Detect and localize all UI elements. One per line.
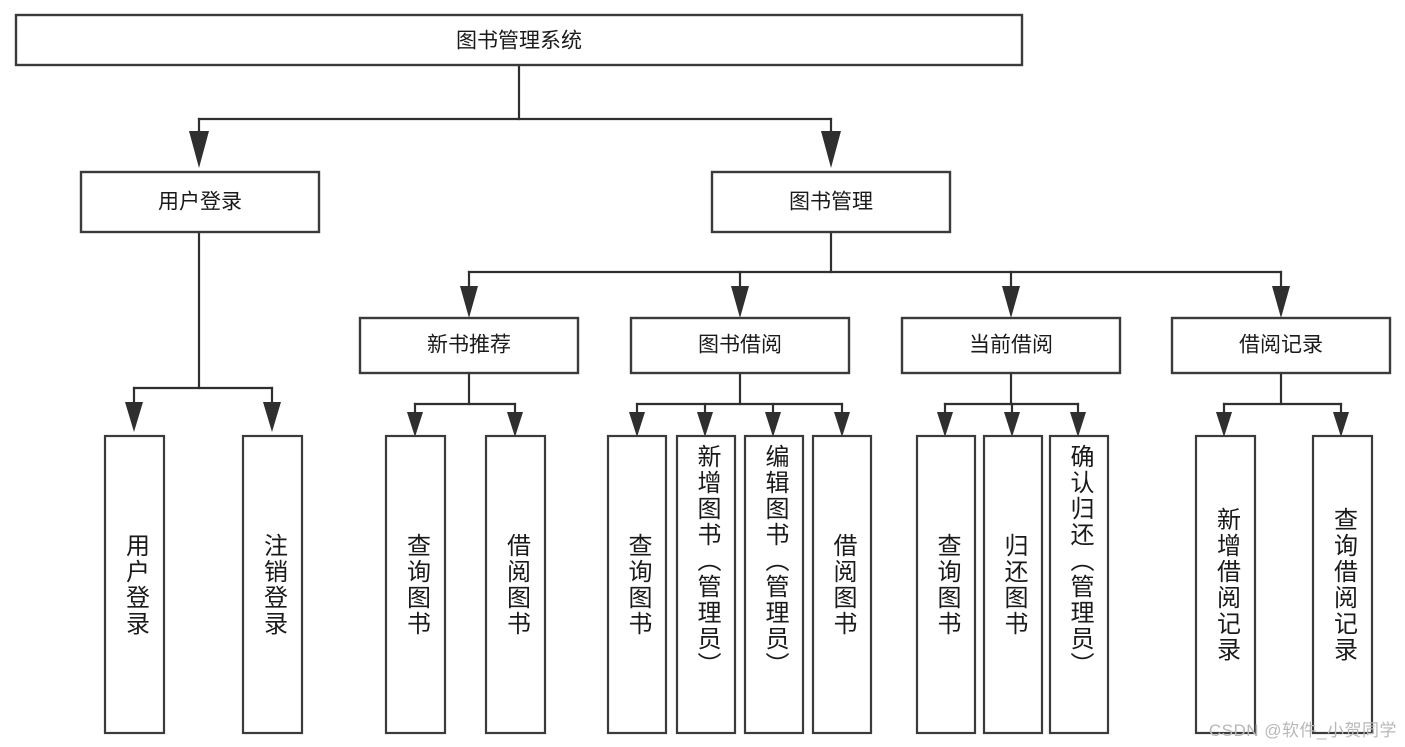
arrowhead-newbook-leaf-1 [407,412,423,437]
arrowhead-record-leaf-2 [1333,412,1349,437]
arrowhead-newbook-leaf-2 [507,412,523,437]
node-leaf-add-record[interactable] [1194,434,1257,735]
arrowhead-record-leaf-1 [1216,412,1232,437]
node-book-management-label: 图书管理 [789,191,873,214]
node-leaf-logout-login[interactable] [241,434,304,735]
arrowhead-to-user-login [189,131,209,168]
arrowhead-to-currentborrow [1002,286,1020,318]
node-leaf-edit-book[interactable] [743,434,805,735]
node-leaf-query-book-2[interactable] [606,434,668,735]
arrowhead-borrow-leaf-2 [697,412,713,437]
node-book-borrow-label: 图书借阅 [698,334,782,357]
node-leaf-query-book-1[interactable] [384,434,447,735]
node-leaf-add-book[interactable] [675,434,737,735]
nodes-layer: 图书管理系统 用户登录 图书管理 新书推荐 图书借阅 当前借阅 借阅记录 [14,13,1392,735]
csdn-watermark: CSDN @软件_小贺同学 [1208,721,1397,740]
node-borrow-record-label: 借阅记录 [1239,334,1323,357]
node-current-borrow[interactable] [900,316,1122,375]
node-user-login-label: 用户登录 [158,191,242,214]
node-leaf-query-record[interactable] [1311,434,1374,735]
node-book-management[interactable] [710,170,952,234]
arrowhead-borrow-leaf-4 [834,412,850,437]
node-leaf-return-book[interactable] [982,434,1044,735]
node-leaf-user-login[interactable] [103,434,166,735]
node-leaf-query-book-3[interactable] [915,434,977,735]
node-borrow-record[interactable] [1170,316,1392,375]
node-user-login[interactable] [79,170,321,234]
arrowhead-to-borrowrecord [1272,286,1290,318]
node-current-borrow-label: 当前借阅 [969,334,1053,357]
node-root[interactable] [14,13,1024,67]
arrowhead-to-book-management [821,131,841,168]
arrowheads-layer [125,131,1349,437]
arrowhead-borrow-leaf-1 [629,412,645,437]
node-root-label: 图书管理系统 [456,30,582,53]
arrowhead-current-leaf-2 [1004,412,1020,437]
node-book-borrow[interactable] [629,316,851,375]
arrowhead-to-leaf-logout [263,402,281,432]
node-leaf-borrow-book-2[interactable] [811,434,873,735]
arrowhead-current-leaf-1 [937,412,953,437]
node-leaf-confirm-return[interactable] [1048,434,1110,735]
arrowhead-current-leaf-3 [1070,412,1086,437]
arrowhead-to-bookborrow [731,286,749,318]
node-new-book-recommend-label: 新书推荐 [427,334,511,357]
arrowhead-borrow-leaf-3 [765,412,781,437]
arrowhead-to-newbook [460,286,478,318]
node-leaf-borrow-book-1[interactable] [484,434,547,735]
node-new-book-recommend[interactable] [358,316,580,375]
arrowhead-to-leaf-user-login [125,402,143,432]
